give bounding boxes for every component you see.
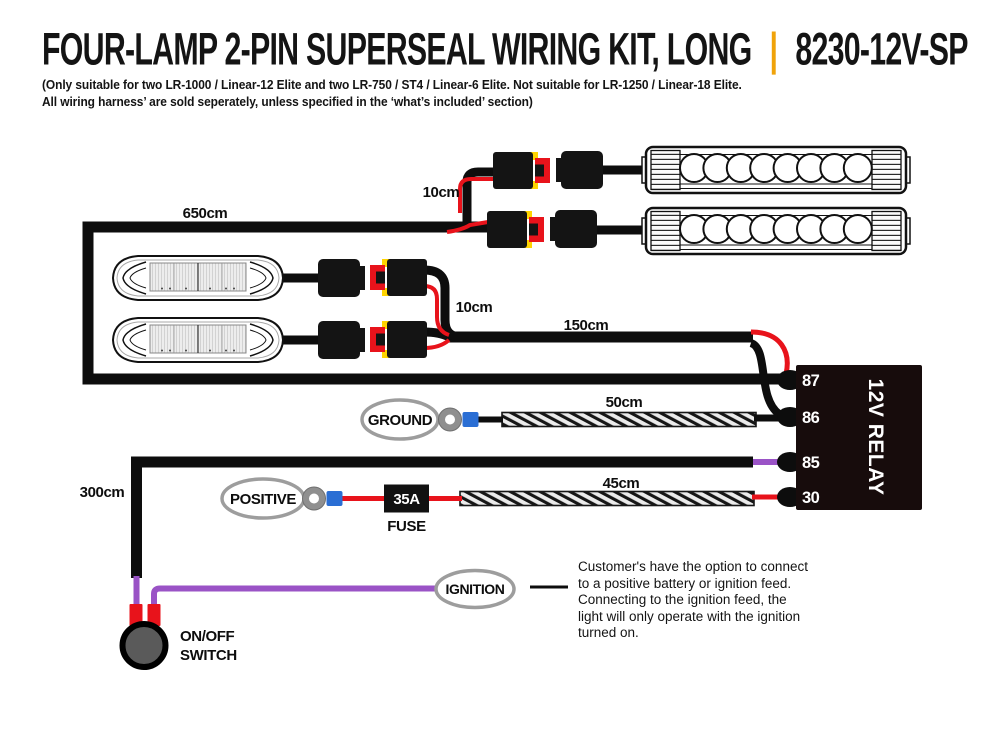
wire-300cm-switch (131, 456, 753, 578)
red-wire-top-branch (458, 177, 494, 213)
page-title: FOUR-LAMP 2-PIN SUPERSEAL WIRING KIT, LO… (42, 24, 968, 76)
positive-label: POSITIVE (230, 491, 296, 508)
red-wire-mid-branch (423, 284, 450, 337)
connector-female-bar2 (550, 210, 597, 248)
fuse-body (384, 484, 429, 513)
ignition-assembly: IGNITION (434, 568, 516, 610)
relay-pin-86-label: 86 (802, 409, 820, 427)
label-300cm: 300cm (80, 484, 125, 501)
title-divider: | (769, 24, 779, 75)
relay-body (796, 365, 922, 510)
label-45cm: 45cm (603, 475, 640, 492)
ground-assembly: GROUND (360, 398, 479, 441)
lightbar-2 (640, 206, 912, 256)
lamp-2 (112, 317, 284, 363)
purple-wire-ignition (151, 585, 437, 606)
fuse-rating: 35A (393, 491, 420, 508)
lamp-1 (112, 255, 284, 301)
label-650cm: 650cm (183, 205, 228, 222)
red-wire-bar2-junction (446, 220, 489, 234)
label-150cm: 150cm (564, 317, 609, 334)
red-wire-lamp-b-junction (423, 338, 451, 350)
switch-label-line2: SWITCH (180, 647, 237, 664)
ground-ring-hole (445, 414, 455, 425)
ignition-label-ellipse (434, 568, 516, 610)
relay-pin-85-label: 85 (802, 454, 820, 472)
positive-blue-crimp (326, 491, 343, 506)
ground-braided-wire (501, 411, 757, 428)
subtitle: (Only suitable for two LR-1000 / Linear-… (42, 77, 742, 110)
switch-button (119, 621, 169, 670)
title-text: FOUR-LAMP 2-PIN SUPERSEAL WIRING KIT, LO… (42, 24, 752, 75)
positive-assembly: POSITIVE 35A FUSE (220, 477, 429, 535)
wire-10cm-mid-branch (423, 265, 462, 342)
ground-blue-crimp (462, 412, 479, 427)
connector-male-bar1 (493, 152, 550, 189)
connector-male-lamp2 (370, 321, 427, 358)
switch-crimp-right (147, 604, 161, 626)
part-number: 8230-12V-SP (795, 24, 968, 75)
connector-female-lamp2 (318, 321, 365, 359)
on-off-switch: ON/OFF SWITCH (119, 604, 237, 670)
lightbar-1 (640, 145, 912, 195)
ignition-label: IGNITION (445, 581, 504, 597)
fuse-label: FUSE (387, 518, 426, 535)
connector-female-bar1 (556, 151, 603, 189)
positive-ring-hole (309, 493, 319, 504)
switch-label-line1: ON/OFF (180, 628, 234, 645)
relay-pin-87-label: 87 (802, 372, 820, 390)
ignition-note: Customer's have the option to connect to… (578, 559, 808, 640)
relay-12v: 87 86 85 30 12V RELAY (777, 365, 922, 510)
connector-male-bar2 (487, 211, 544, 248)
relay-pin-30-label: 30 (802, 489, 820, 507)
ground-label: GROUND (368, 412, 433, 429)
wire-10cm-top-branch (462, 167, 494, 231)
label-10cm-top: 10cm (423, 184, 460, 201)
wire-650cm-main-harness (82, 221, 786, 385)
connector-male-lamp1 (370, 259, 427, 296)
positive-braided-wire (459, 490, 755, 507)
red-wire-to-pin87 (750, 329, 790, 375)
label-10cm-mid: 10cm (456, 299, 493, 316)
relay-label: 12V RELAY (864, 379, 887, 496)
subtitle-line-2: All wiring harness’ are sold seperately,… (42, 93, 533, 109)
connector-female-lamp1 (318, 259, 365, 297)
label-50cm: 50cm (606, 394, 643, 411)
switch-crimp-left (129, 604, 143, 626)
subtitle-line-1: (Only suitable for two LR-1000 / Linear-… (42, 77, 742, 92)
wire-black-to-pin86 (748, 339, 782, 418)
